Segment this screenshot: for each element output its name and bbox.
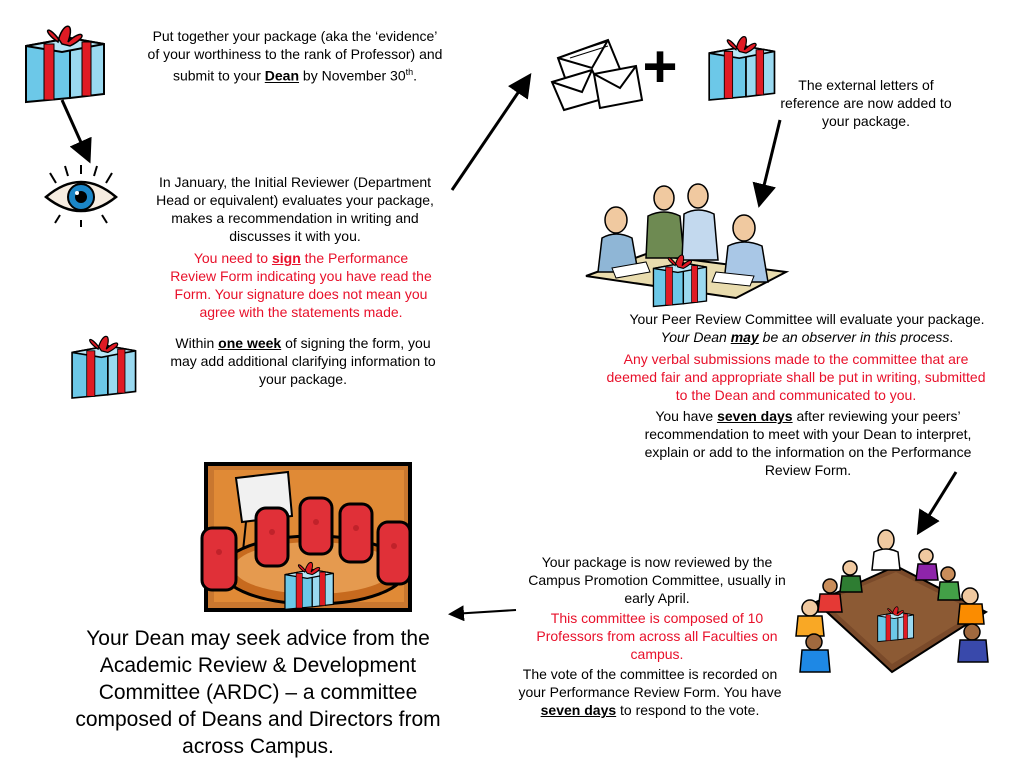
- step2-signature-note: You need to sign the Performance Review …: [128, 249, 474, 321]
- step5-verbal-note: Any verbal submissions made to the commi…: [576, 350, 1016, 404]
- step2-text: In January, the Initial Reviewer (Depart…: [125, 173, 465, 245]
- step1-line: Put together your package (aka the ‘evid…: [120, 27, 470, 45]
- step6-line: your Performance Review Form. You have: [498, 683, 802, 701]
- step5-text-part: be an observer in this process: [759, 329, 950, 345]
- step7-line: Your Dean may seek advice from the: [50, 625, 466, 652]
- step1-text-part: submit to your: [173, 68, 265, 84]
- step1-line: of your worthiness to the rank of Profes…: [120, 45, 470, 63]
- boardroom-icon: [196, 460, 416, 620]
- step3-line: may add additional clarifying informatio…: [143, 352, 463, 370]
- eye-icon: [42, 165, 120, 227]
- step3-text: Within one week of signing the form, you…: [143, 334, 463, 388]
- sign-emphasis: sign: [272, 250, 301, 266]
- meeting-people-icon: [586, 176, 786, 306]
- step4-line: your package.: [760, 112, 972, 130]
- step5-note-line: deemed fair and appropriate shall be put…: [576, 368, 1016, 386]
- step5-seven-days: You have seven days after reviewing your…: [600, 407, 1016, 479]
- step2-line: makes a recommendation in writing and: [125, 209, 465, 227]
- step6-note-line: Professors from across all Faculties on: [505, 627, 809, 645]
- arrow-step5-to-step6: [920, 472, 956, 530]
- step1-line: submit to your Dean by November 30th.: [120, 63, 470, 85]
- step2-note-line: Form. Your signature does not mean you: [128, 285, 474, 303]
- step2-line: discusses it with you.: [125, 227, 465, 245]
- step4-line: The external letters of: [760, 76, 972, 94]
- step5-line: Review Form.: [600, 461, 1016, 479]
- step2-note-part: You need to: [194, 250, 272, 266]
- step4-text: The external letters of reference are no…: [760, 76, 972, 130]
- step6-line: Your package is now reviewed by the: [505, 553, 809, 571]
- step6-text-part: to respond to the vote.: [616, 702, 759, 718]
- step5-note-line: Any verbal submissions made to the commi…: [576, 350, 1016, 368]
- step1-text-part: .: [413, 68, 417, 84]
- step6-line: early April.: [505, 589, 809, 607]
- envelopes-icon: [548, 36, 644, 112]
- step5-text-part: You have: [655, 408, 717, 424]
- step3-line: your package.: [143, 370, 463, 388]
- step3-line: Within one week of signing the form, you: [143, 334, 463, 352]
- step5-text-part: .: [949, 329, 953, 345]
- step6-vote: The vote of the committee is recorded on…: [498, 665, 802, 719]
- arrow-step1-to-step2: [62, 100, 88, 158]
- gift-icon: [18, 16, 110, 102]
- step5-text-part: Your Dean: [661, 329, 731, 345]
- seven-days-emphasis: seven days: [717, 408, 793, 424]
- step6-line: seven days to respond to the vote.: [498, 701, 802, 719]
- step7-line: Academic Review & Development: [50, 652, 466, 679]
- step6-text: Your package is now reviewed by the Camp…: [505, 553, 809, 607]
- step5-note-line: to the Dean and communicated to you.: [576, 386, 1016, 404]
- step3-text-part: of signing the form, you: [281, 335, 430, 351]
- step7-line: composed of Deans and Directors from: [50, 706, 466, 733]
- step1-text-part: by November 30: [299, 68, 406, 84]
- step2-note-part: the Performance: [301, 250, 408, 266]
- ordinal-suffix: th: [406, 67, 414, 77]
- step6-committee-note: This committee is composed of 10 Profess…: [505, 609, 809, 663]
- may-emphasis: may: [731, 329, 759, 345]
- step2-note-line: agree with the statements made.: [128, 303, 474, 321]
- step2-line: Head or equivalent) evaluates your packa…: [125, 191, 465, 209]
- step7-line: across Campus.: [50, 733, 466, 760]
- step6-note-line: campus.: [505, 645, 809, 663]
- gift-icon: [65, 328, 141, 398]
- step2-note-line: Review Form indicating you have read the: [128, 267, 474, 285]
- conference-table-icon: [786, 526, 992, 674]
- step7-line: Committee (ARDC) – a committee: [50, 679, 466, 706]
- step6-note-line: This committee is composed of 10: [505, 609, 809, 627]
- step3-text-part: Within: [175, 335, 218, 351]
- step7-text: Your Dean may seek advice from the Acade…: [50, 625, 466, 760]
- one-week-emphasis: one week: [218, 335, 281, 351]
- step5-line: Your Peer Review Committee will evaluate…: [590, 310, 1024, 328]
- seven-days-emphasis: seven days: [541, 702, 617, 718]
- step5-line: You have seven days after reviewing your…: [600, 407, 1016, 425]
- dean-emphasis: Dean: [265, 68, 299, 84]
- step6-line: Campus Promotion Committee, usually in: [505, 571, 809, 589]
- step5-line: explain or add to the information on the…: [600, 443, 1016, 461]
- step5-line: recommendation to meet with your Dean to…: [600, 425, 1016, 443]
- step5-text-part: after reviewing your peers’: [793, 408, 961, 424]
- step2-line: In January, the Initial Reviewer (Depart…: [125, 173, 465, 191]
- step6-line: The vote of the committee is recorded on: [498, 665, 802, 683]
- plus-sign: +: [636, 34, 684, 100]
- step1-text: Put together your package (aka the ‘evid…: [120, 27, 470, 85]
- step4-line: reference are now added to: [760, 94, 972, 112]
- step2-note-line: You need to sign the Performance: [128, 249, 474, 267]
- step5-line: Your Dean may be an observer in this pro…: [590, 328, 1024, 346]
- step5-text: Your Peer Review Committee will evaluate…: [590, 310, 1024, 346]
